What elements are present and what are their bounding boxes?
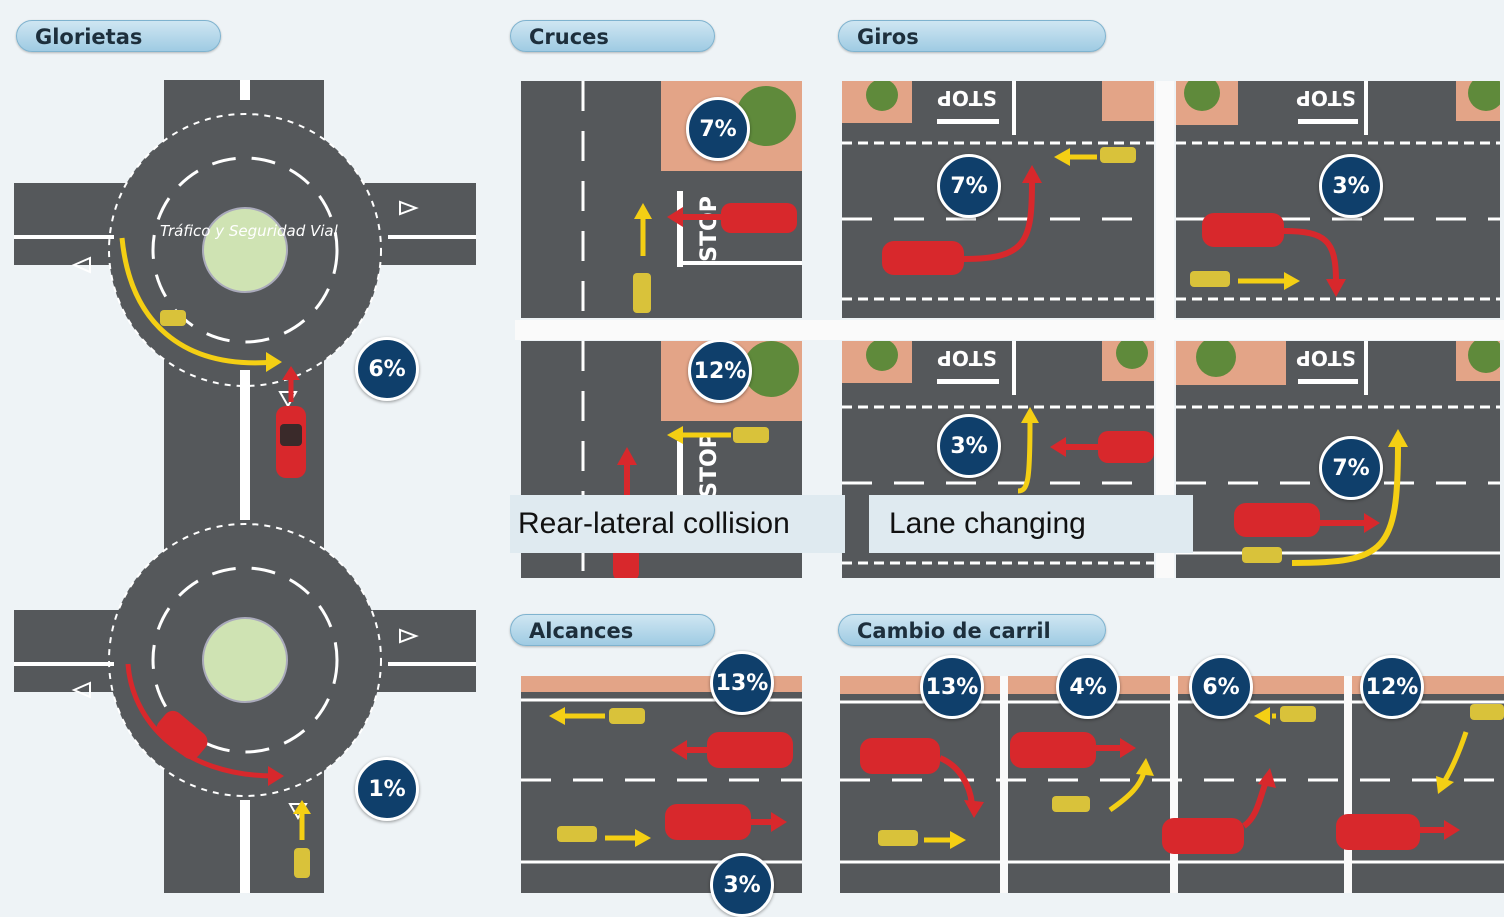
section-title: Alcances — [529, 619, 634, 643]
percent-badge: 6% — [1189, 655, 1253, 719]
stop-marking: STOP — [1296, 86, 1356, 110]
percent-badge: 7% — [937, 154, 1001, 218]
section-tab-giros: Giros — [838, 20, 1106, 52]
percent-badge: 13% — [710, 651, 774, 715]
stop-marking: STOP — [697, 432, 722, 498]
percent-badge: 4% — [1056, 655, 1120, 719]
percent-badge: 12% — [1360, 655, 1424, 719]
panel-divider — [515, 320, 1504, 340]
percent-badge: 6% — [355, 337, 419, 401]
caption-rear-lateral-collision: Rear-lateral collision — [510, 495, 845, 553]
section-tab-cruces: Cruces — [510, 20, 715, 52]
percent-badge: 7% — [686, 97, 750, 161]
caption-lane-changing: Lane changing — [869, 495, 1193, 553]
section-tab-alcances: Alcances — [510, 614, 715, 646]
section-title: Giros — [857, 25, 919, 49]
percent-badge: 3% — [710, 853, 774, 917]
section-tab-glorietas: Glorietas — [16, 20, 221, 52]
percent-badge: 12% — [688, 339, 752, 403]
section-tab-cambio-de-carril: Cambio de carril — [838, 614, 1106, 646]
stop-marking: STOP — [937, 86, 997, 110]
percent-badge: 1% — [355, 757, 419, 821]
stop-marking: STOP — [937, 346, 997, 370]
watermark: Tráfico y Seguridad Vial — [160, 222, 338, 240]
percent-badge: 3% — [1319, 154, 1383, 218]
section-title: Cruces — [529, 25, 609, 49]
percent-badge: 7% — [1319, 436, 1383, 500]
section-title: Glorietas — [35, 25, 143, 49]
percent-badge: 13% — [920, 655, 984, 719]
section-title: Cambio de carril — [857, 619, 1051, 643]
cruces-panel-top: STOP — [521, 81, 802, 318]
percent-badge: 3% — [937, 414, 1001, 478]
panel-divider — [1156, 81, 1174, 578]
stop-marking: STOP — [697, 196, 722, 262]
roundabout-diagram — [14, 80, 476, 893]
stop-marking: STOP — [1296, 346, 1356, 370]
